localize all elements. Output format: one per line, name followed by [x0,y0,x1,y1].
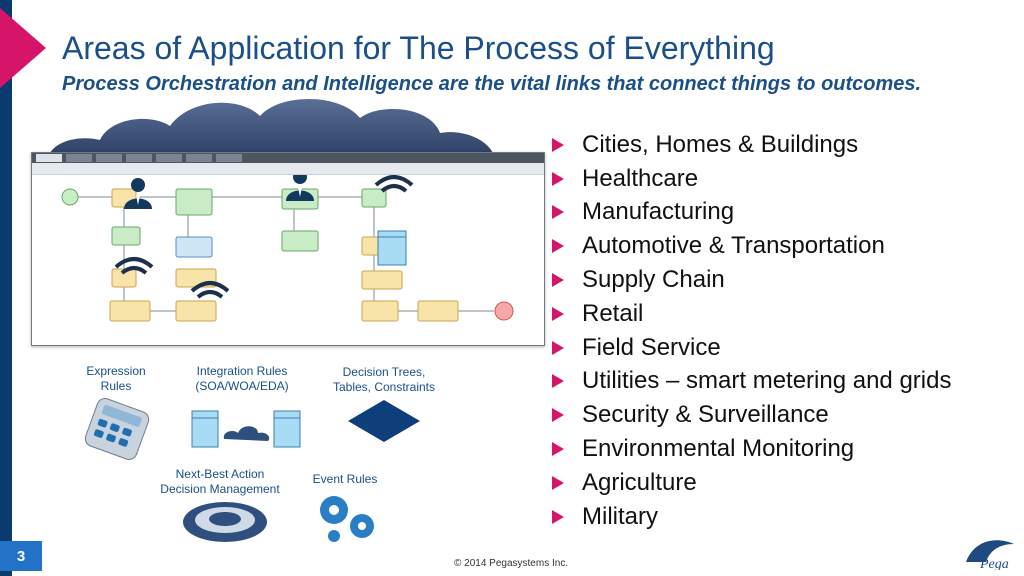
list-item: Cities, Homes & Buildings [552,128,951,162]
integration-rules-label: Integration Rules (SOA/WOA/EDA) [195,364,289,393]
event-rules-label: Event Rules [312,472,378,486]
bullet-triangle-icon [552,374,564,389]
flow-step [361,270,403,290]
copyright-text: © 2014 Pegasystems Inc. [454,558,569,569]
application-areas-list: Cities, Homes & Buildings Healthcare Man… [552,128,951,534]
flow-step [417,300,459,322]
bullet-triangle-icon [552,137,564,152]
person-icon [286,175,314,201]
diamond-icon [348,400,420,442]
screen-tab [186,154,212,162]
list-item: Military [552,500,951,534]
list-item: Manufacturing [552,196,951,230]
screen-tab [96,154,122,162]
bullet-triangle-icon [552,306,564,321]
bullet-triangle-icon [552,408,564,423]
cloud-icon [48,98,496,168]
screen-tab [66,154,92,162]
list-item: Automotive & Transportation [552,229,951,263]
nba-rules-label: Next-Best Action Decision Management [160,467,280,496]
bullet-triangle-icon [552,442,564,457]
person-icon [124,178,152,209]
calculator-icon [84,398,150,460]
list-item: Utilities – smart metering and grids [552,365,951,399]
bullet-triangle-icon [552,475,564,490]
server-icon [377,230,407,266]
flow-step [361,300,399,322]
screen-tabbar [32,153,544,163]
list-item: Agriculture [552,466,951,500]
list-item: Retail [552,297,951,331]
bullet-triangle-icon [552,340,564,355]
bullet-triangle-icon [552,509,564,524]
list-item: Field Service [552,331,951,365]
screen-toolbar [32,163,544,175]
flow-decision-step [281,230,319,252]
wireless-icon [114,257,154,275]
wireless-icon [374,175,414,193]
process-diagram-screenshot [31,152,545,346]
flow-decision-step [175,188,213,216]
screen-tab [216,154,242,162]
flow-evaluate-step [175,236,213,258]
flow-start-node [61,188,79,206]
pega-logo-icon: Pega [966,540,1014,570]
expression-rules-label: Expression Rules [86,364,146,393]
flow-end-node [494,301,514,321]
decision-rules-label: Decision Trees, Tables, Constraints [332,365,436,394]
bullet-triangle-icon [552,205,564,220]
server-cloud-icon [191,410,301,448]
flow-diagram [61,175,514,322]
list-item: Healthcare [552,162,951,196]
wireless-icon [190,281,230,299]
logo-text: Pega [979,557,1009,570]
flow-step [109,300,151,322]
flow-step [111,268,137,288]
screen-tab [126,154,152,162]
list-item: Security & Surveillance [552,398,951,432]
bullet-triangle-icon [552,239,564,254]
pink-arrow-icon [0,8,46,88]
left-accent-bar [0,0,12,576]
bullet-triangle-icon [552,171,564,186]
gears-icon [320,496,374,542]
bullet-triangle-icon [552,273,564,288]
flow-decision-step [111,226,141,246]
flow-step [175,300,217,322]
slide-title: Areas of Application for The Process of … [62,30,775,66]
slide-subtitle: Process Orchestration and Intelligence a… [62,73,922,95]
flow-decision-step [361,188,387,208]
screen-tab [156,154,182,162]
page-number: 3 [0,541,42,571]
screen-tab [36,154,62,162]
list-item: Supply Chain [552,263,951,297]
list-item: Environmental Monitoring [552,432,951,466]
gear-ring-icon [183,502,267,542]
